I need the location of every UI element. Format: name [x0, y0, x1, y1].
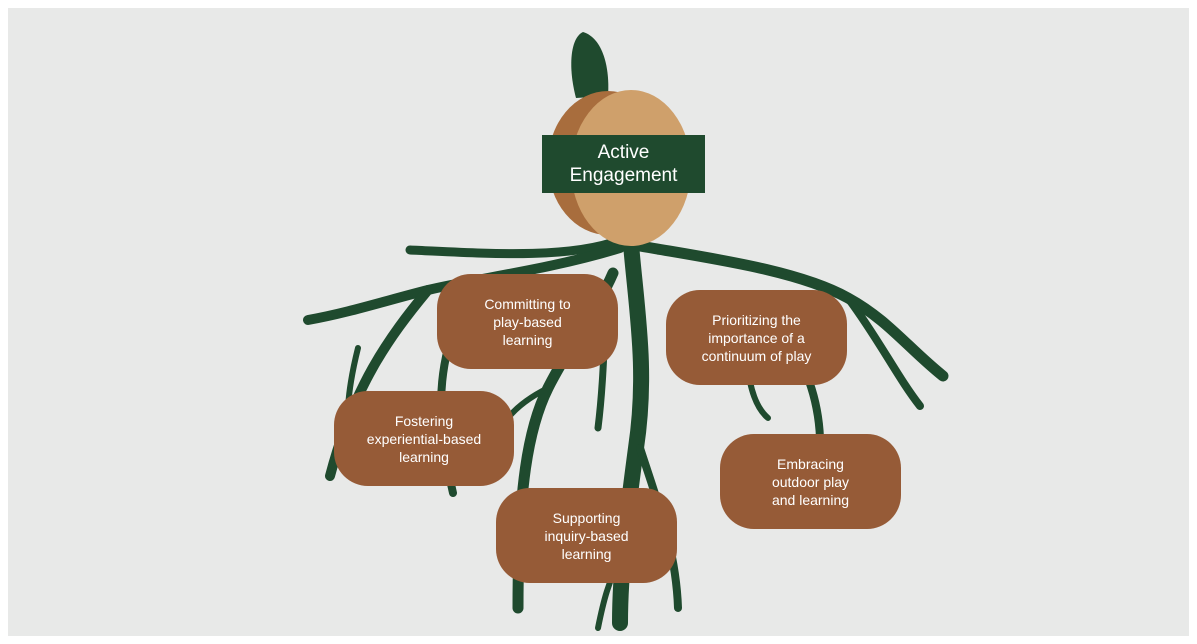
- node-embracing-outdoor-play-and-learning: Embracing outdoor play and learning: [720, 434, 901, 529]
- diagram-canvas: Active Engagement Committing to play-bas…: [8, 8, 1189, 636]
- node-line: inquiry-based: [544, 527, 629, 544]
- node-fostering-experiential-based-learning: Fostering experiential-based learning: [334, 391, 514, 486]
- root-left-main: [303, 243, 625, 325]
- node-line: learning: [561, 545, 612, 562]
- node-line: Prioritizing the: [712, 311, 801, 328]
- node-line: Fostering: [394, 412, 454, 429]
- title-banner-active-engagement: Active Engagement: [542, 135, 705, 193]
- title-line-1: Active: [597, 142, 650, 163]
- node-line: experiential-based: [366, 430, 482, 447]
- node-line: continuum of play: [701, 347, 812, 364]
- sprout-shape: [571, 32, 609, 98]
- node-line: importance of a: [708, 329, 805, 346]
- node-supporting-inquiry-based-learning: Supporting inquiry-based learning: [496, 488, 677, 583]
- root-right-down: [844, 294, 924, 410]
- root-left-upper: [405, 235, 625, 259]
- node-line: play-based: [493, 313, 562, 330]
- node-prioritizing-continuum-of-play: Prioritizing the importance of a continu…: [666, 290, 847, 385]
- node-committing-to-play-based-learning: Committing to play-based learning: [437, 274, 618, 369]
- node-line: learning: [399, 448, 449, 465]
- root-right-main: [634, 240, 949, 382]
- node-line: learning: [502, 331, 553, 348]
- node-line: Supporting: [552, 509, 621, 526]
- node-line: Embracing: [777, 455, 844, 472]
- node-line: outdoor play: [771, 473, 850, 490]
- title-line-2: Engagement: [569, 165, 678, 186]
- node-line: Committing to: [484, 295, 571, 312]
- node-line: and learning: [771, 491, 850, 508]
